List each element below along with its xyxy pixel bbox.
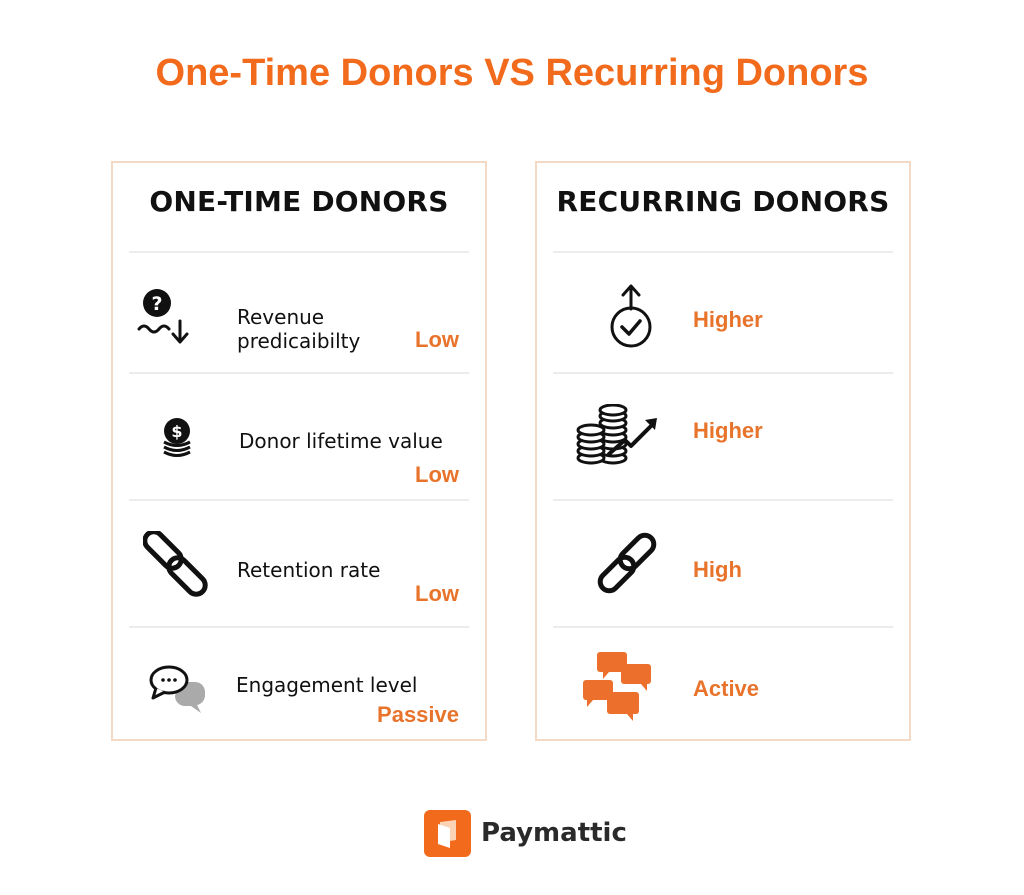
row-donor-lifetime-value: Higher xyxy=(537,374,909,499)
row-retention-rate: High xyxy=(537,501,909,626)
row-label: Donor lifetime value xyxy=(239,429,443,453)
row-engagement-level: Engagement level Passive xyxy=(113,628,485,738)
row-value: Higher xyxy=(693,307,763,332)
recurring-donors-heading: RECURRING DONORS xyxy=(556,185,890,218)
one-time-donors-card: ONE-TIME DONORS ? Revenue predicaibilty … xyxy=(111,161,487,741)
row-donor-lifetime-value: $ Donor lifetime value Low xyxy=(113,374,485,499)
svg-text:$: $ xyxy=(171,422,182,441)
brand-name: Paymattic xyxy=(481,818,627,848)
coins-growth-arrow-icon xyxy=(576,404,657,465)
row-value: Low xyxy=(415,581,459,606)
row-engagement-level: Active xyxy=(537,628,909,738)
row-label: Retention rate xyxy=(237,558,381,582)
svg-text:?: ? xyxy=(151,293,162,315)
divider xyxy=(129,499,469,501)
divider xyxy=(129,626,469,628)
divider xyxy=(129,251,469,253)
row-value: Higher xyxy=(693,418,763,443)
row-value: Low xyxy=(415,327,459,352)
row-value: Passive xyxy=(377,702,459,727)
broken-chain-link-icon xyxy=(143,531,208,597)
row-revenue-predictability: ? Revenue predicaibilty Low xyxy=(113,253,485,373)
page-title: One-Time Donors VS Recurring Donors xyxy=(155,52,869,94)
paymattic-logo-icon xyxy=(424,809,471,857)
recurring-donors-card: RECURRING DONORS Higher xyxy=(535,161,911,741)
chat-bubbles-icon xyxy=(149,665,205,713)
divider xyxy=(553,626,893,628)
divider xyxy=(129,372,469,374)
row-value: High xyxy=(693,557,742,582)
question-wave-down-icon: ? xyxy=(137,289,189,344)
row-label: Engagement level xyxy=(236,673,418,697)
row-retention-rate: Retention rate Low xyxy=(113,501,485,626)
chain-link-icon xyxy=(597,532,657,594)
row-label: Revenue predicaibilty xyxy=(237,305,360,353)
check-circle-arrow-up-icon xyxy=(610,284,652,348)
coin-stack-dollar-icon: $ xyxy=(163,418,191,457)
divider xyxy=(553,499,893,501)
brand-footer: Paymattic xyxy=(424,809,627,857)
row-revenue-predictability: Higher xyxy=(537,253,909,373)
row-value: Active xyxy=(693,676,760,701)
row-value: Low xyxy=(415,462,459,487)
one-time-donors-heading: ONE-TIME DONORS xyxy=(149,185,449,218)
label-line-1: Revenue xyxy=(237,305,325,329)
orange-chat-bubbles-icon xyxy=(583,652,651,721)
label-line-2: predicaibilty xyxy=(237,329,361,353)
divider xyxy=(553,251,893,253)
divider xyxy=(553,372,893,374)
